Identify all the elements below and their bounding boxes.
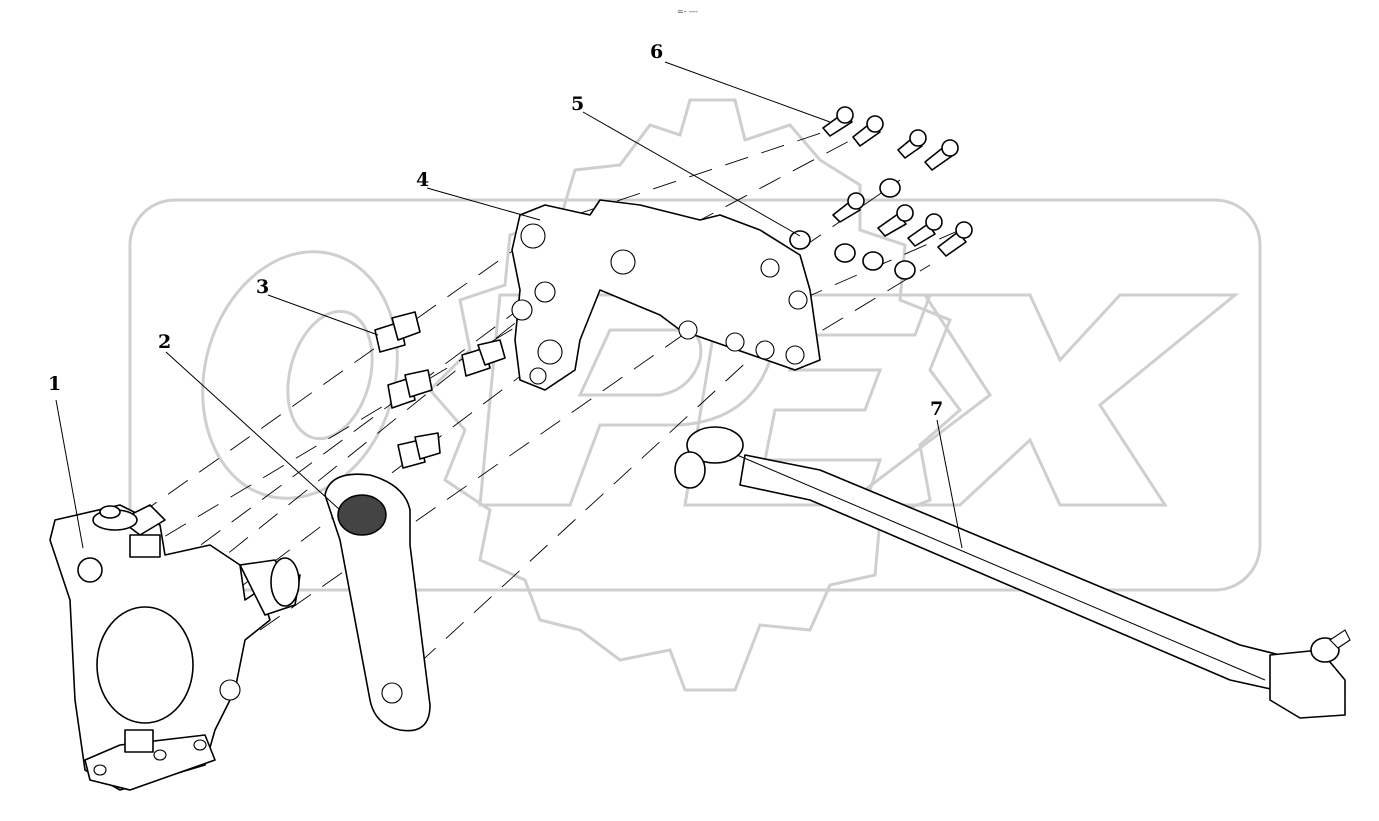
callout-7: 7 (930, 398, 943, 420)
watermark-letter-x (840, 293, 1240, 507)
nuts-part-5 (789, 178, 916, 280)
bolts-part-3 (374, 311, 506, 469)
callout-4: 4 (416, 169, 429, 191)
callout-labels: 1 2 3 4 5 6 7 (48, 41, 943, 420)
bracket (511, 199, 821, 391)
callout-3: 3 (256, 276, 269, 298)
callout-6: 6 (650, 41, 663, 63)
bolt (374, 311, 421, 353)
leader-lines (55, 61, 1266, 681)
watermark-gear (427, 98, 963, 692)
header-mark: =- --- (677, 7, 698, 16)
bolts-part-6 (822, 106, 973, 257)
callout-5: 5 (571, 93, 584, 115)
callout-2: 2 (158, 331, 171, 353)
bolt (397, 432, 441, 469)
watermark-letter-o (201, 250, 399, 500)
pitman-arm (324, 473, 431, 732)
watermark-band (128, 198, 1262, 592)
bolt (461, 339, 506, 377)
steering-gear-box (49, 504, 301, 791)
bolt (387, 369, 433, 409)
callout-1: 1 (48, 373, 61, 395)
watermark-letter-o-inner (286, 309, 374, 441)
